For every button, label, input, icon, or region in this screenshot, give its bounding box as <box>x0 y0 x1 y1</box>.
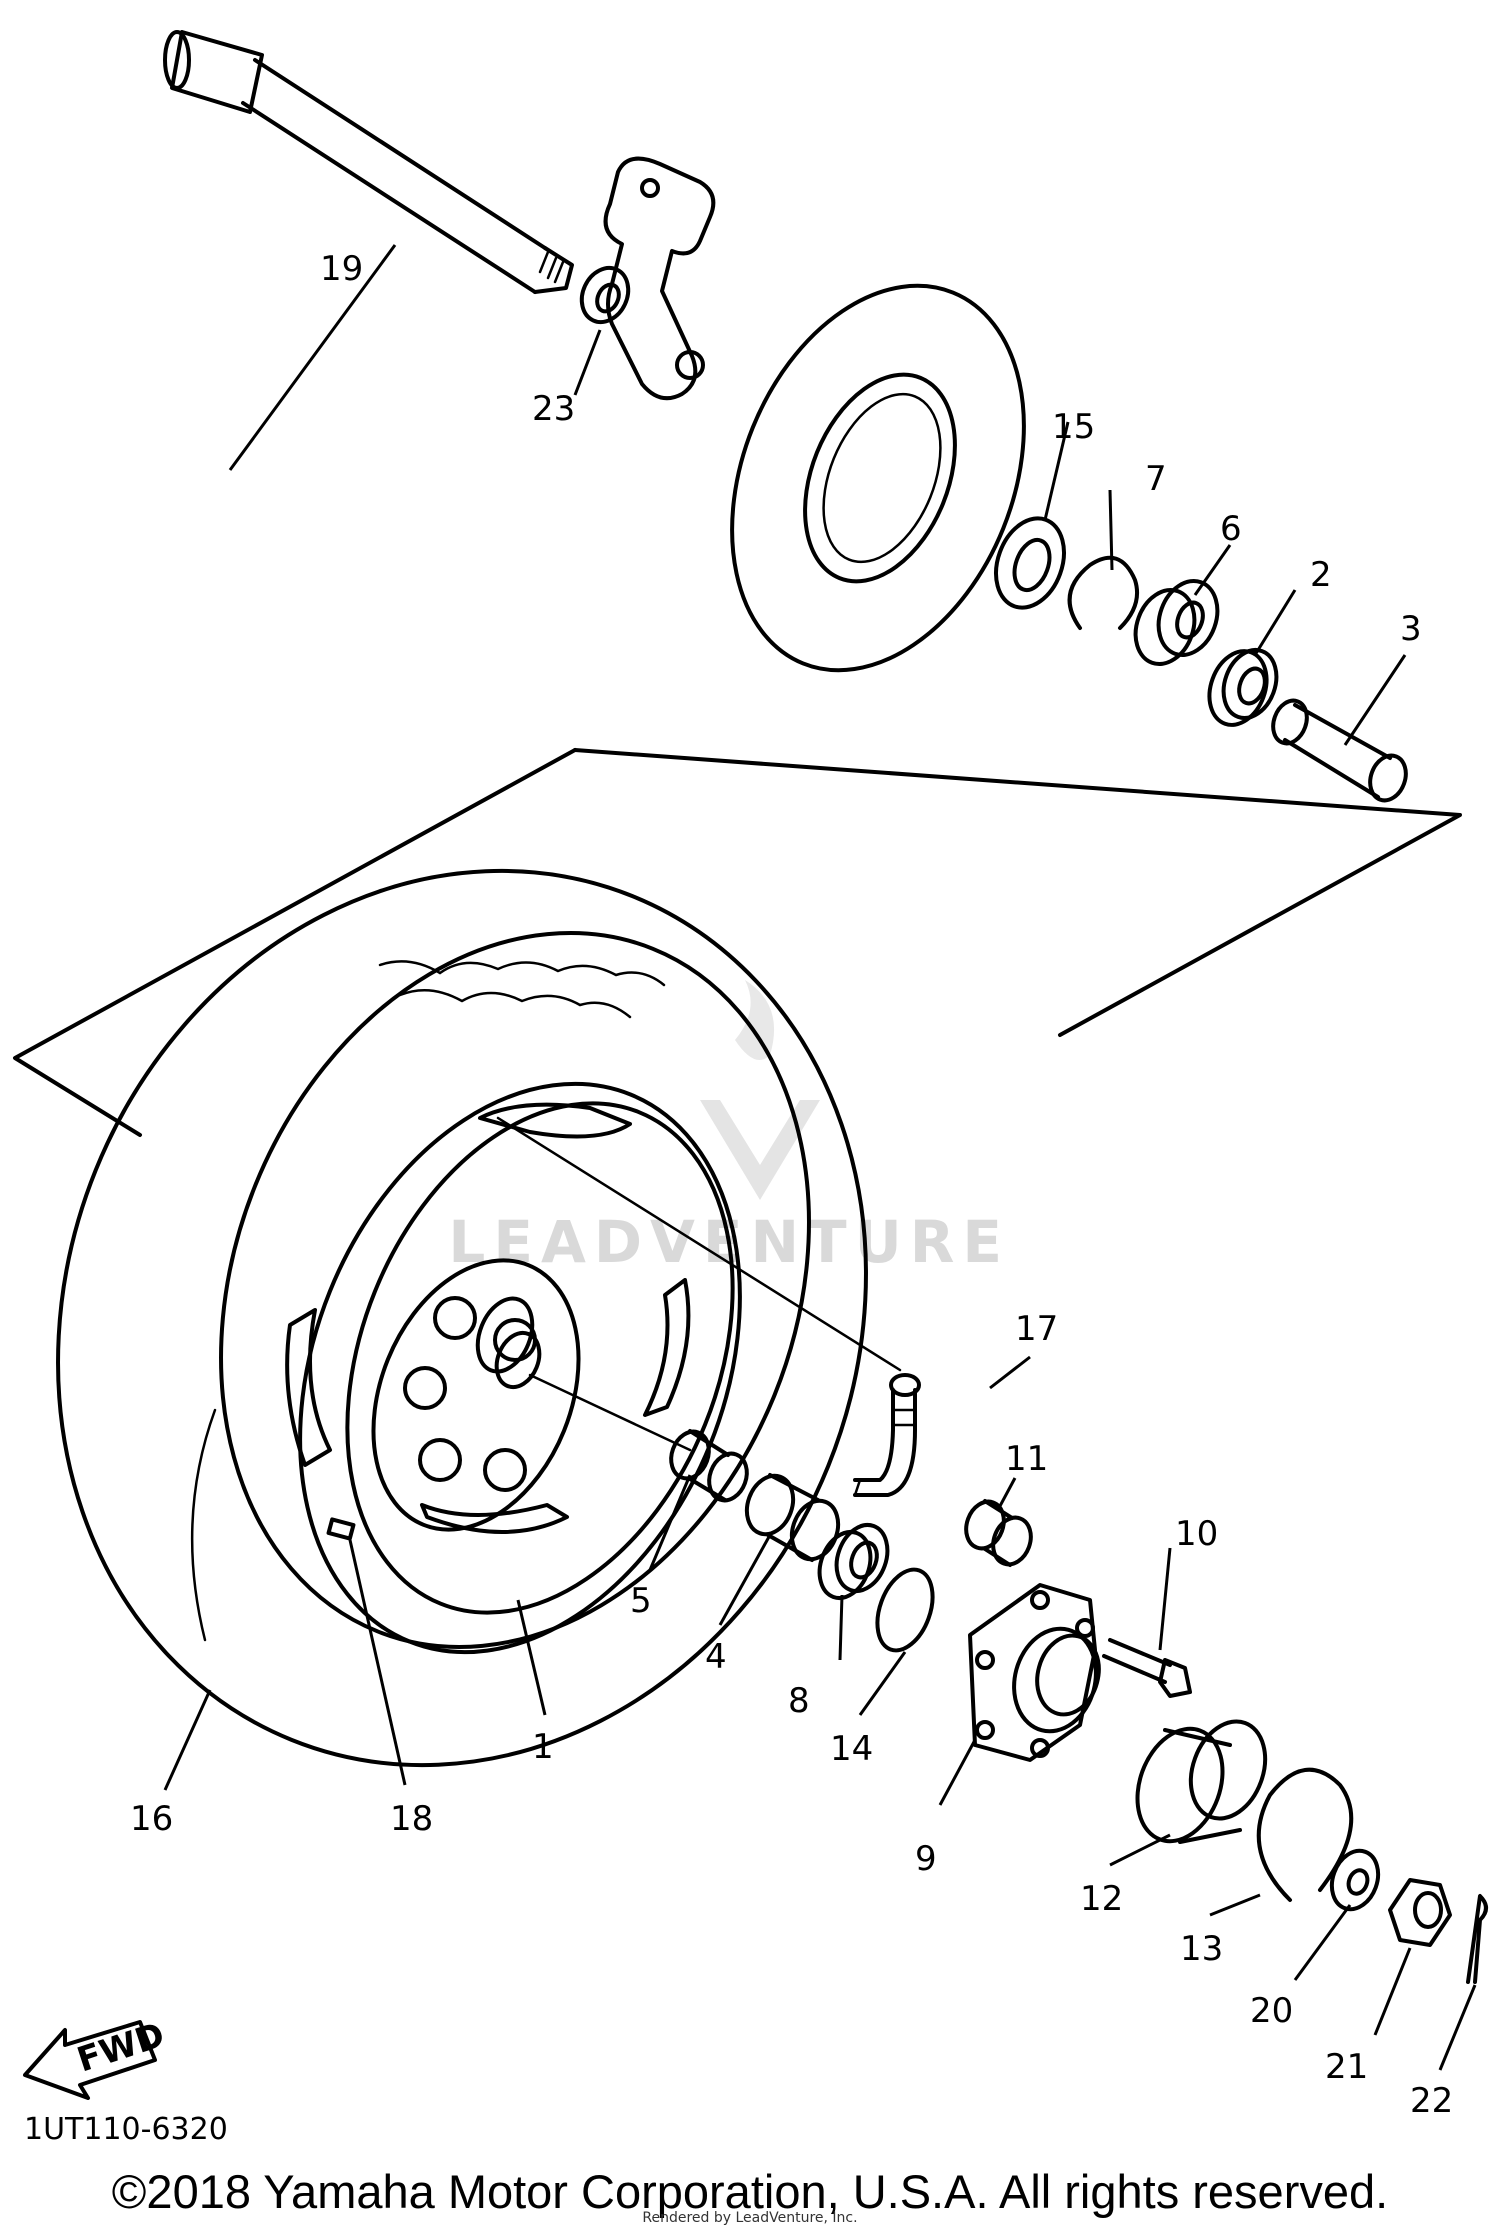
callout-22: 22 <box>1410 2081 1453 2121</box>
callout-7: 7 <box>1145 459 1167 499</box>
part-15-oil-seal <box>994 516 1066 610</box>
part-20-washer <box>1329 1848 1381 1912</box>
callout-11: 11 <box>1005 1439 1048 1479</box>
callout-10: 10 <box>1175 1514 1218 1554</box>
part-2-oil-seal <box>1207 648 1279 727</box>
fwd-arrow-icon: FWD <box>23 2015 169 2100</box>
part-9-clutch-hub <box>968 1583 1101 1762</box>
group-boundary-upper <box>573 748 1462 1037</box>
part-12-bearing <box>1135 1719 1268 1844</box>
group-boundary-left <box>13 748 577 1137</box>
part-11-collar <box>964 1499 1033 1567</box>
callout-23: 23 <box>532 389 575 429</box>
callout-13: 13 <box>1180 1929 1223 1969</box>
callout-16: 16 <box>130 1799 173 1839</box>
part-19-axle <box>163 30 574 294</box>
callout-14: 14 <box>830 1729 873 1769</box>
callout-6: 6 <box>1220 509 1242 549</box>
part-6-bearing <box>1133 579 1220 666</box>
part-7-circlip <box>1067 555 1140 630</box>
part-13-circlip <box>1256 1767 1354 1902</box>
leader-lines <box>163 244 1477 2071</box>
part-21-castle-nut <box>1388 1878 1452 1947</box>
part-17-speedometer-gear <box>853 1373 921 1497</box>
rendered-by-note: Rendered by LeadVenture, Inc. <box>642 2210 858 2226</box>
callout-21: 21 <box>1325 2047 1368 2087</box>
callout-9: 9 <box>915 1839 937 1879</box>
callout-15: 15 <box>1052 407 1095 447</box>
part-23-collar <box>579 265 631 325</box>
callout-18: 18 <box>390 1799 433 1839</box>
part-18-valve <box>326 1517 356 1541</box>
part-14-o-ring <box>875 1567 935 1653</box>
part-22-cotter-pin <box>1466 1894 1488 1984</box>
callout-19: 19 <box>320 249 363 289</box>
part-16-tire <box>56 868 868 1768</box>
callout-5: 5 <box>630 1581 652 1621</box>
callout-8: 8 <box>788 1681 810 1721</box>
callout-4: 4 <box>705 1637 727 1677</box>
callout-2: 2 <box>1310 555 1332 595</box>
part-1-rim <box>285 1081 742 1655</box>
brake-disc <box>730 283 1026 673</box>
part-8-bearing <box>817 1523 890 1600</box>
callout-3: 3 <box>1400 609 1422 649</box>
callout-17: 17 <box>1015 1309 1058 1349</box>
part-4-spacer <box>744 1473 841 1562</box>
callout-labels: 19 23 15 7 6 2 3 17 11 10 5 4 8 14 9 12 … <box>130 249 1453 2121</box>
callout-12: 12 <box>1080 1879 1123 1919</box>
leadventure-watermark: LEADVENTURE <box>448 980 1002 1276</box>
part-5-collar <box>669 1429 749 1503</box>
callout-20: 20 <box>1250 1991 1293 2031</box>
axle-center-line <box>528 1373 692 1452</box>
part-10-bolt <box>1102 1638 1192 1698</box>
caliper-bracket <box>603 156 716 401</box>
copyright-notice: ©2018 Yamaha Motor Corporation, U.S.A. A… <box>111 2165 1389 2218</box>
diagram-code: 1UT110-6320 <box>24 2112 228 2147</box>
speedometer-center-line <box>496 1116 902 1372</box>
part-3-spacer <box>1271 698 1408 803</box>
callout-1: 1 <box>532 1727 554 1767</box>
